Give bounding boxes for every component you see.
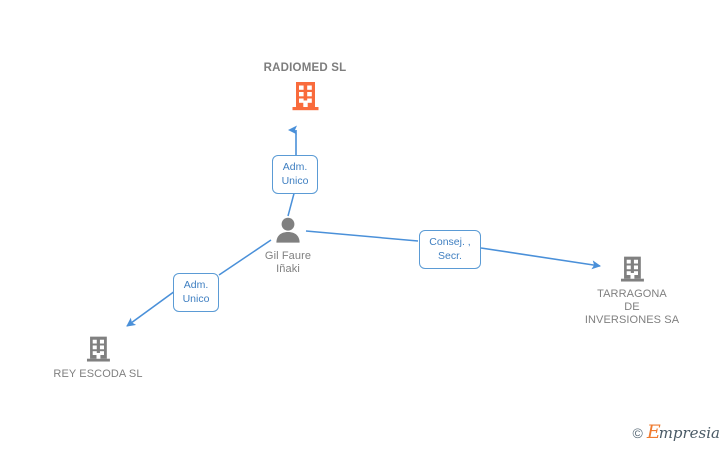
building-icon [562, 254, 702, 284]
brand-initial: E [646, 421, 661, 443]
node-tarragona[interactable]: TARRAGONA DE INVERSIONES SA [562, 254, 702, 327]
edge-label-consej-secr-tarragona[interactable]: Consej. , Secr. [419, 230, 481, 269]
node-tarragona-label: TARRAGONA DE INVERSIONES SA [584, 288, 680, 326]
node-rey-escoda[interactable]: REY ESCODA SL [38, 334, 158, 381]
node-person-label: Gil Faure Iñaki [264, 250, 312, 275]
copyright-icon: © [632, 425, 643, 441]
node-person-gil-faure[interactable]: Gil Faure Iñaki [228, 216, 348, 276]
edge-label-adm-unico-rey-escoda[interactable]: Adm. Unico [173, 273, 219, 312]
node-radiomed-label: RADIOMED SL [263, 62, 347, 74]
node-rey-escoda-label: REY ESCODA SL [53, 368, 143, 380]
building-icon [38, 334, 158, 364]
building-icon [245, 79, 365, 113]
person-icon [228, 216, 348, 246]
empresia-watermark: © Empresia [632, 421, 720, 443]
node-radiomed[interactable]: RADIOMED SL [245, 62, 365, 113]
brand-rest: mpresia [658, 424, 720, 442]
edge-label-adm-unico-radiomed[interactable]: Adm. Unico [272, 155, 318, 194]
brand-wordmark: Empresia [646, 421, 720, 443]
